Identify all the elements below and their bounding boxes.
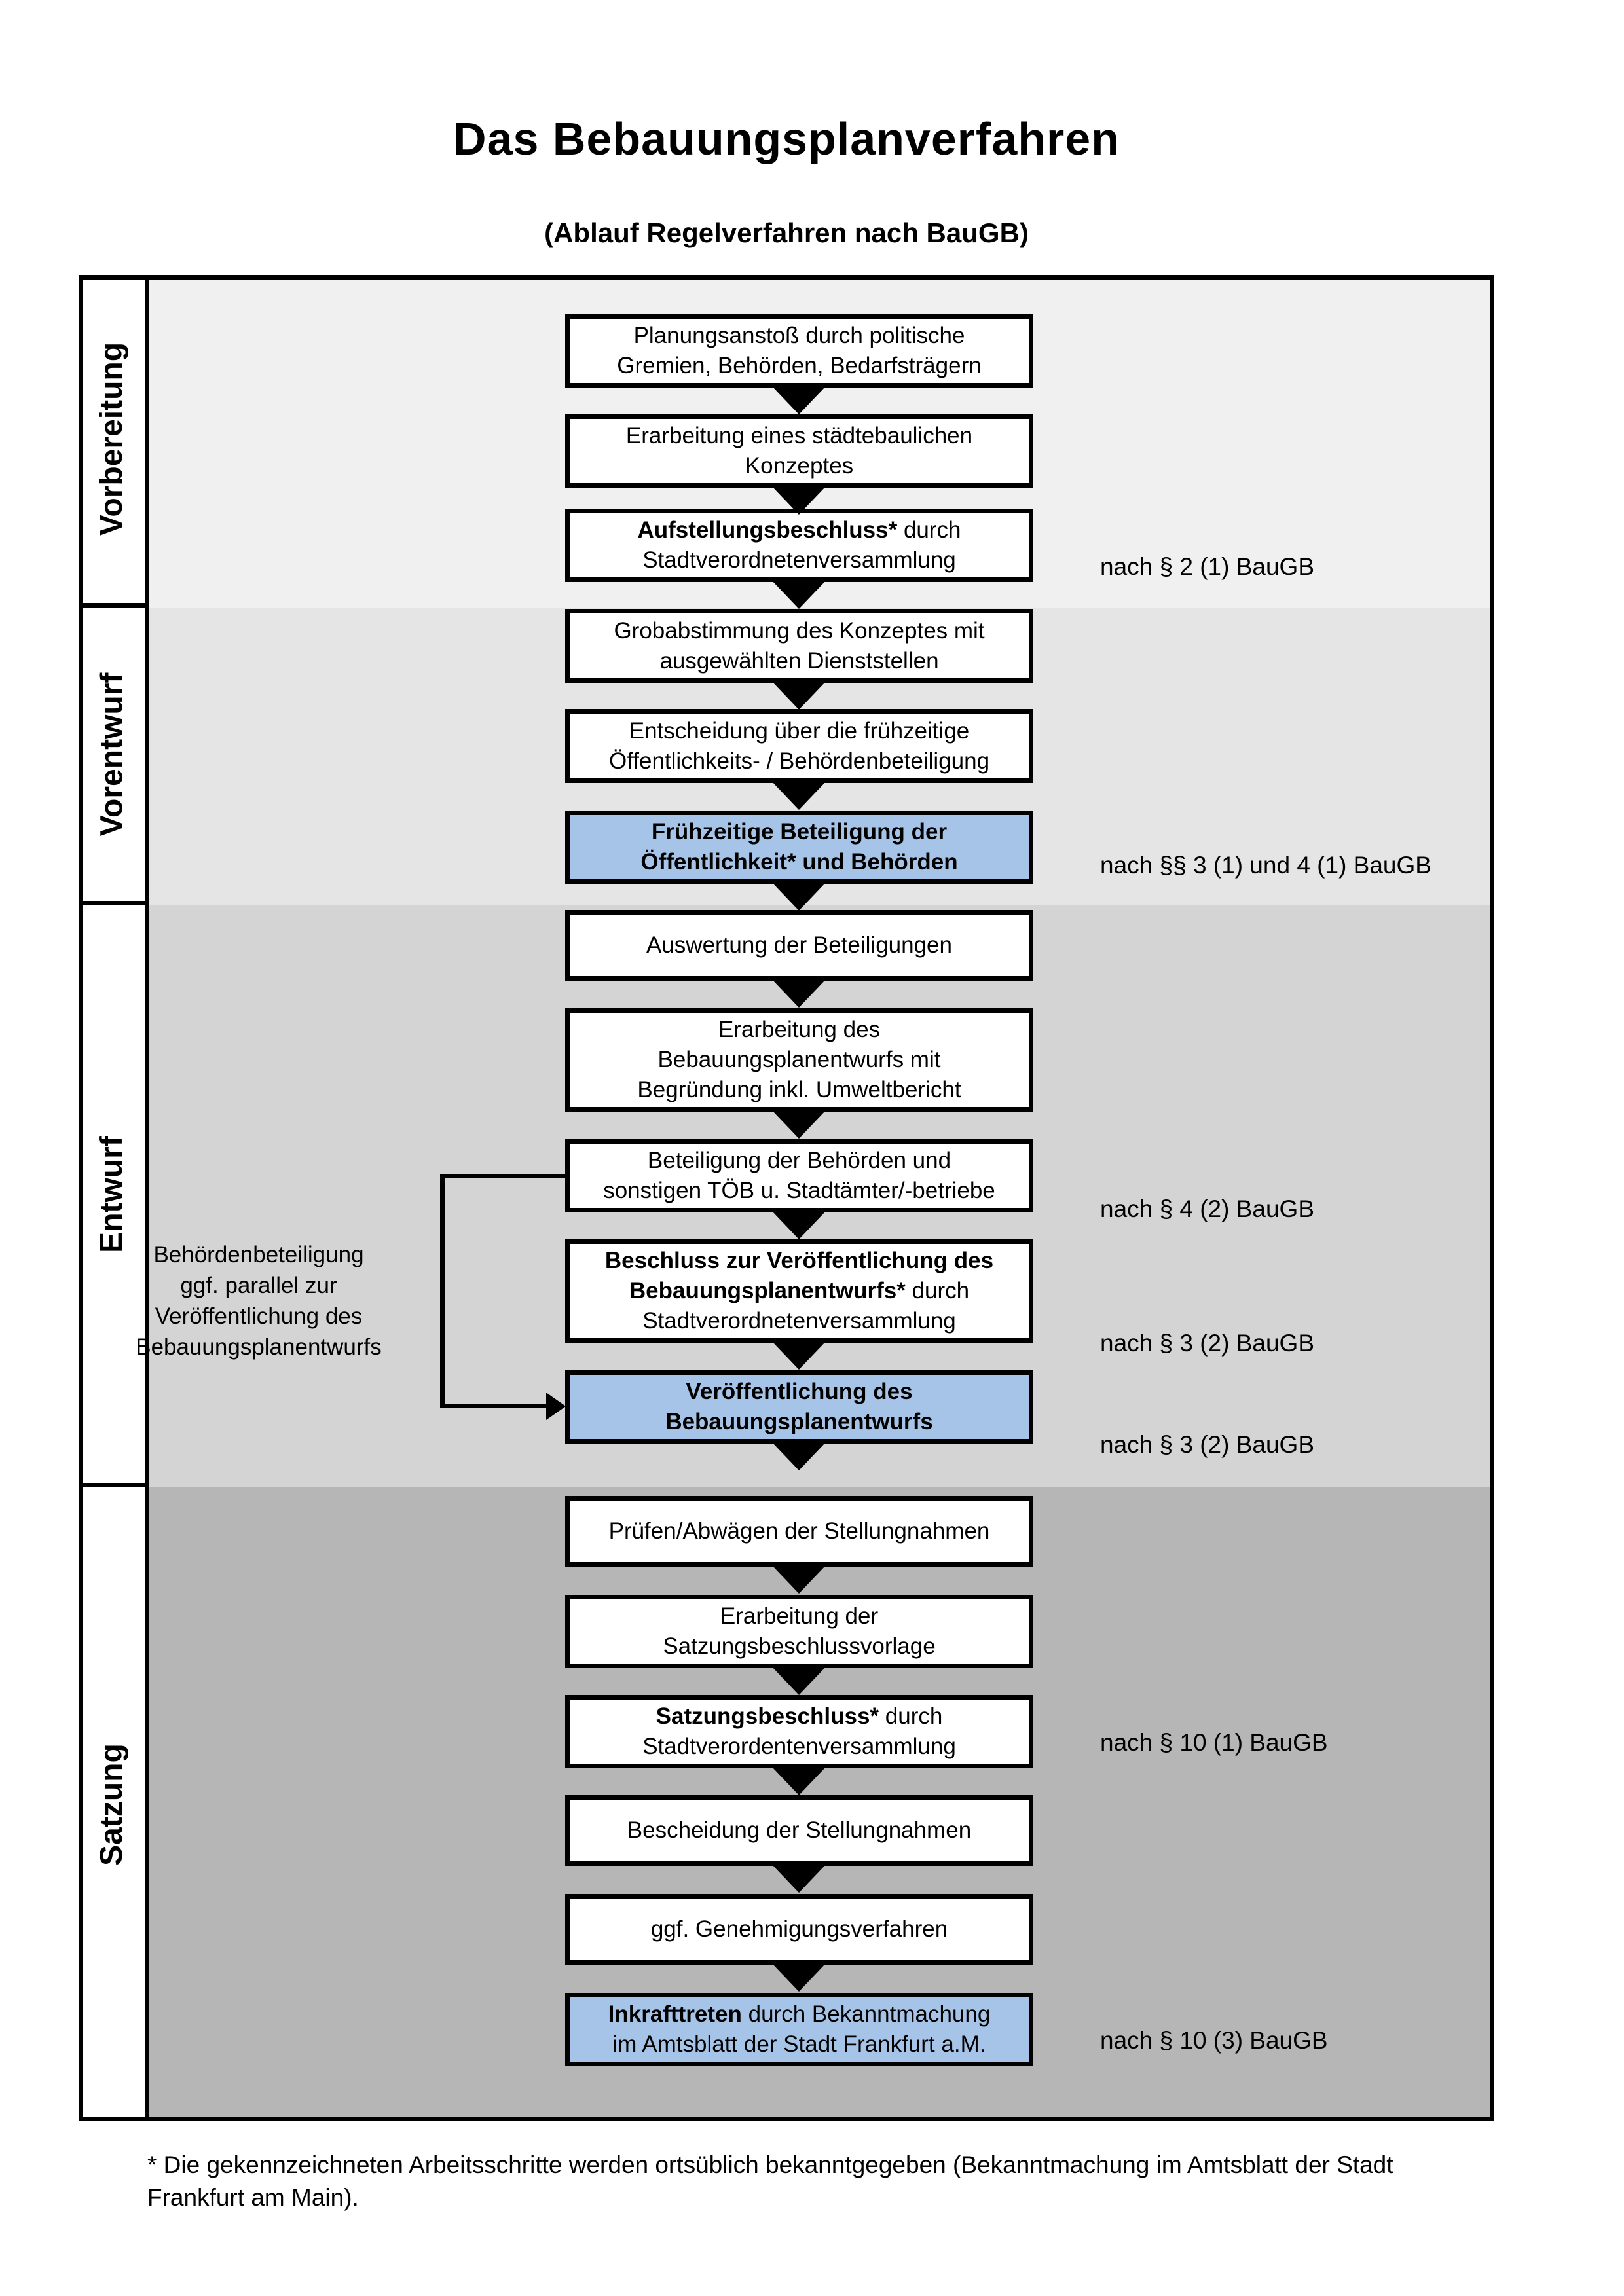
legal-reference: nach §§ 3 (1) und 4 (1) BauGB [1100,852,1431,879]
arrow-down-icon [771,1766,826,1795]
arrow-down-icon [771,580,826,609]
arrow-right-icon [546,1393,566,1420]
footnote: * Die gekennzeichneten Arbeitsschritte w… [147,2151,1393,2211]
arrow-down-icon [771,1211,826,1239]
page-subtitle: (Ablauf Regelverfahren nach BauGB) [544,217,1029,248]
arrow-down-icon [771,979,826,1008]
phase-label-entwurf: Entwurf [94,1135,130,1253]
arrow-down-icon [771,681,826,710]
flow-step-bescheidung: Bescheidung der Stellungnahmen [565,1795,1033,1866]
flow-step-veroeffentlichungsbeschluss: Beschluss zur Veröffentlichung des Bebau… [565,1239,1033,1343]
phase-row-entwurf: Entwurf [79,905,149,1487]
arrow-down-icon [771,1666,826,1695]
arrow-down-icon [771,1565,826,1594]
arrow-down-icon [771,1442,826,1470]
flow-step-satzungsbeschluss: Satzungsbeschluss* durch Stadtverordente… [565,1695,1033,1768]
flow-step-satzungsvorlage: Erarbeitung der Satzungsbeschlussvorlage [565,1595,1033,1668]
phase-label-vorbereitung: Vorbereitung [94,342,129,536]
phase-row-vorbereitung: Vorbereitung [79,275,149,608]
flow-step-grobabstimmung: Grobabstimmung des Konzeptes mit ausgewä… [565,609,1033,683]
page-title: Das Bebauungsplanverfahren [453,113,1120,164]
flow-step-aufstellungsbeschluss: Aufstellungsbeschluss* durch Stadtverord… [565,509,1033,582]
arrow-down-icon [771,1963,826,1992]
legal-reference: nach § 10 (1) BauGB [1100,1729,1328,1756]
flow-step-fruehzeitige-beteiligung: Frühzeitige Beteiligung der Öffentlichke… [565,811,1033,884]
legal-reference: nach § 10 (3) BauGB [1100,2027,1328,2054]
phase-row-vorentwurf: Vorentwurf [79,608,149,905]
flow-step-veroeffentlichung: Veröffentlichung des Bebauungsplanentwur… [565,1370,1033,1444]
arrow-down-icon [771,882,826,911]
phase-row-satzung: Satzung [79,1487,149,2121]
arrow-down-icon [771,386,826,414]
legal-reference: nach § 3 (2) BauGB [1100,1431,1315,1458]
flow-step-auswertung: Auswertung der Beteiligungen [565,910,1033,981]
arrow-down-icon [771,1341,826,1370]
flow-step-inkrafttreten: Inkrafttreten durch Bekanntmachung im Am… [565,1993,1033,2066]
legal-reference: nach § 2 (1) BauGB [1100,553,1315,580]
flow-step-erarbeitung-entwurf: Erarbeitung des Bebauungsplanentwurfs mi… [565,1008,1033,1112]
flow-step-konzept: Erarbeitung eines städtebaulichen Konzep… [565,414,1033,488]
parallel-connector-line [440,1174,445,1408]
phase-label-vorentwurf: Vorentwurf [94,672,129,836]
flow-step-pruefen-abwaegen: Prüfen/Abwägen der Stellungnahmen [565,1496,1033,1567]
arrow-down-icon [771,1110,826,1139]
parallel-connector-line [440,1404,549,1408]
flow-step-entscheidung-beteiligung: Entscheidung über die frühzeitige Öffent… [565,709,1033,783]
phase-label-satzung: Satzung [94,1743,129,1866]
flow-step-planungsanstoss: Planungsanstoß durch politische Gremien,… [565,314,1033,388]
legal-reference: nach § 4 (2) BauGB [1100,1195,1315,1222]
arrow-down-icon [771,486,826,515]
arrow-down-icon [771,781,826,810]
parallel-connector-line [440,1174,565,1178]
flow-step-genehmigungsverfahren: ggf. Genehmigungsverfahren [565,1894,1033,1965]
arrow-down-icon [771,1864,826,1893]
legal-reference: nach § 3 (2) BauGB [1100,1330,1315,1357]
parallel-note: Behördenbeteiligung ggf. parallel zur Ve… [136,1242,382,1360]
flow-step-behoerdenbeteiligung: Beteiligung der Behörden und sonstigen T… [565,1139,1033,1212]
